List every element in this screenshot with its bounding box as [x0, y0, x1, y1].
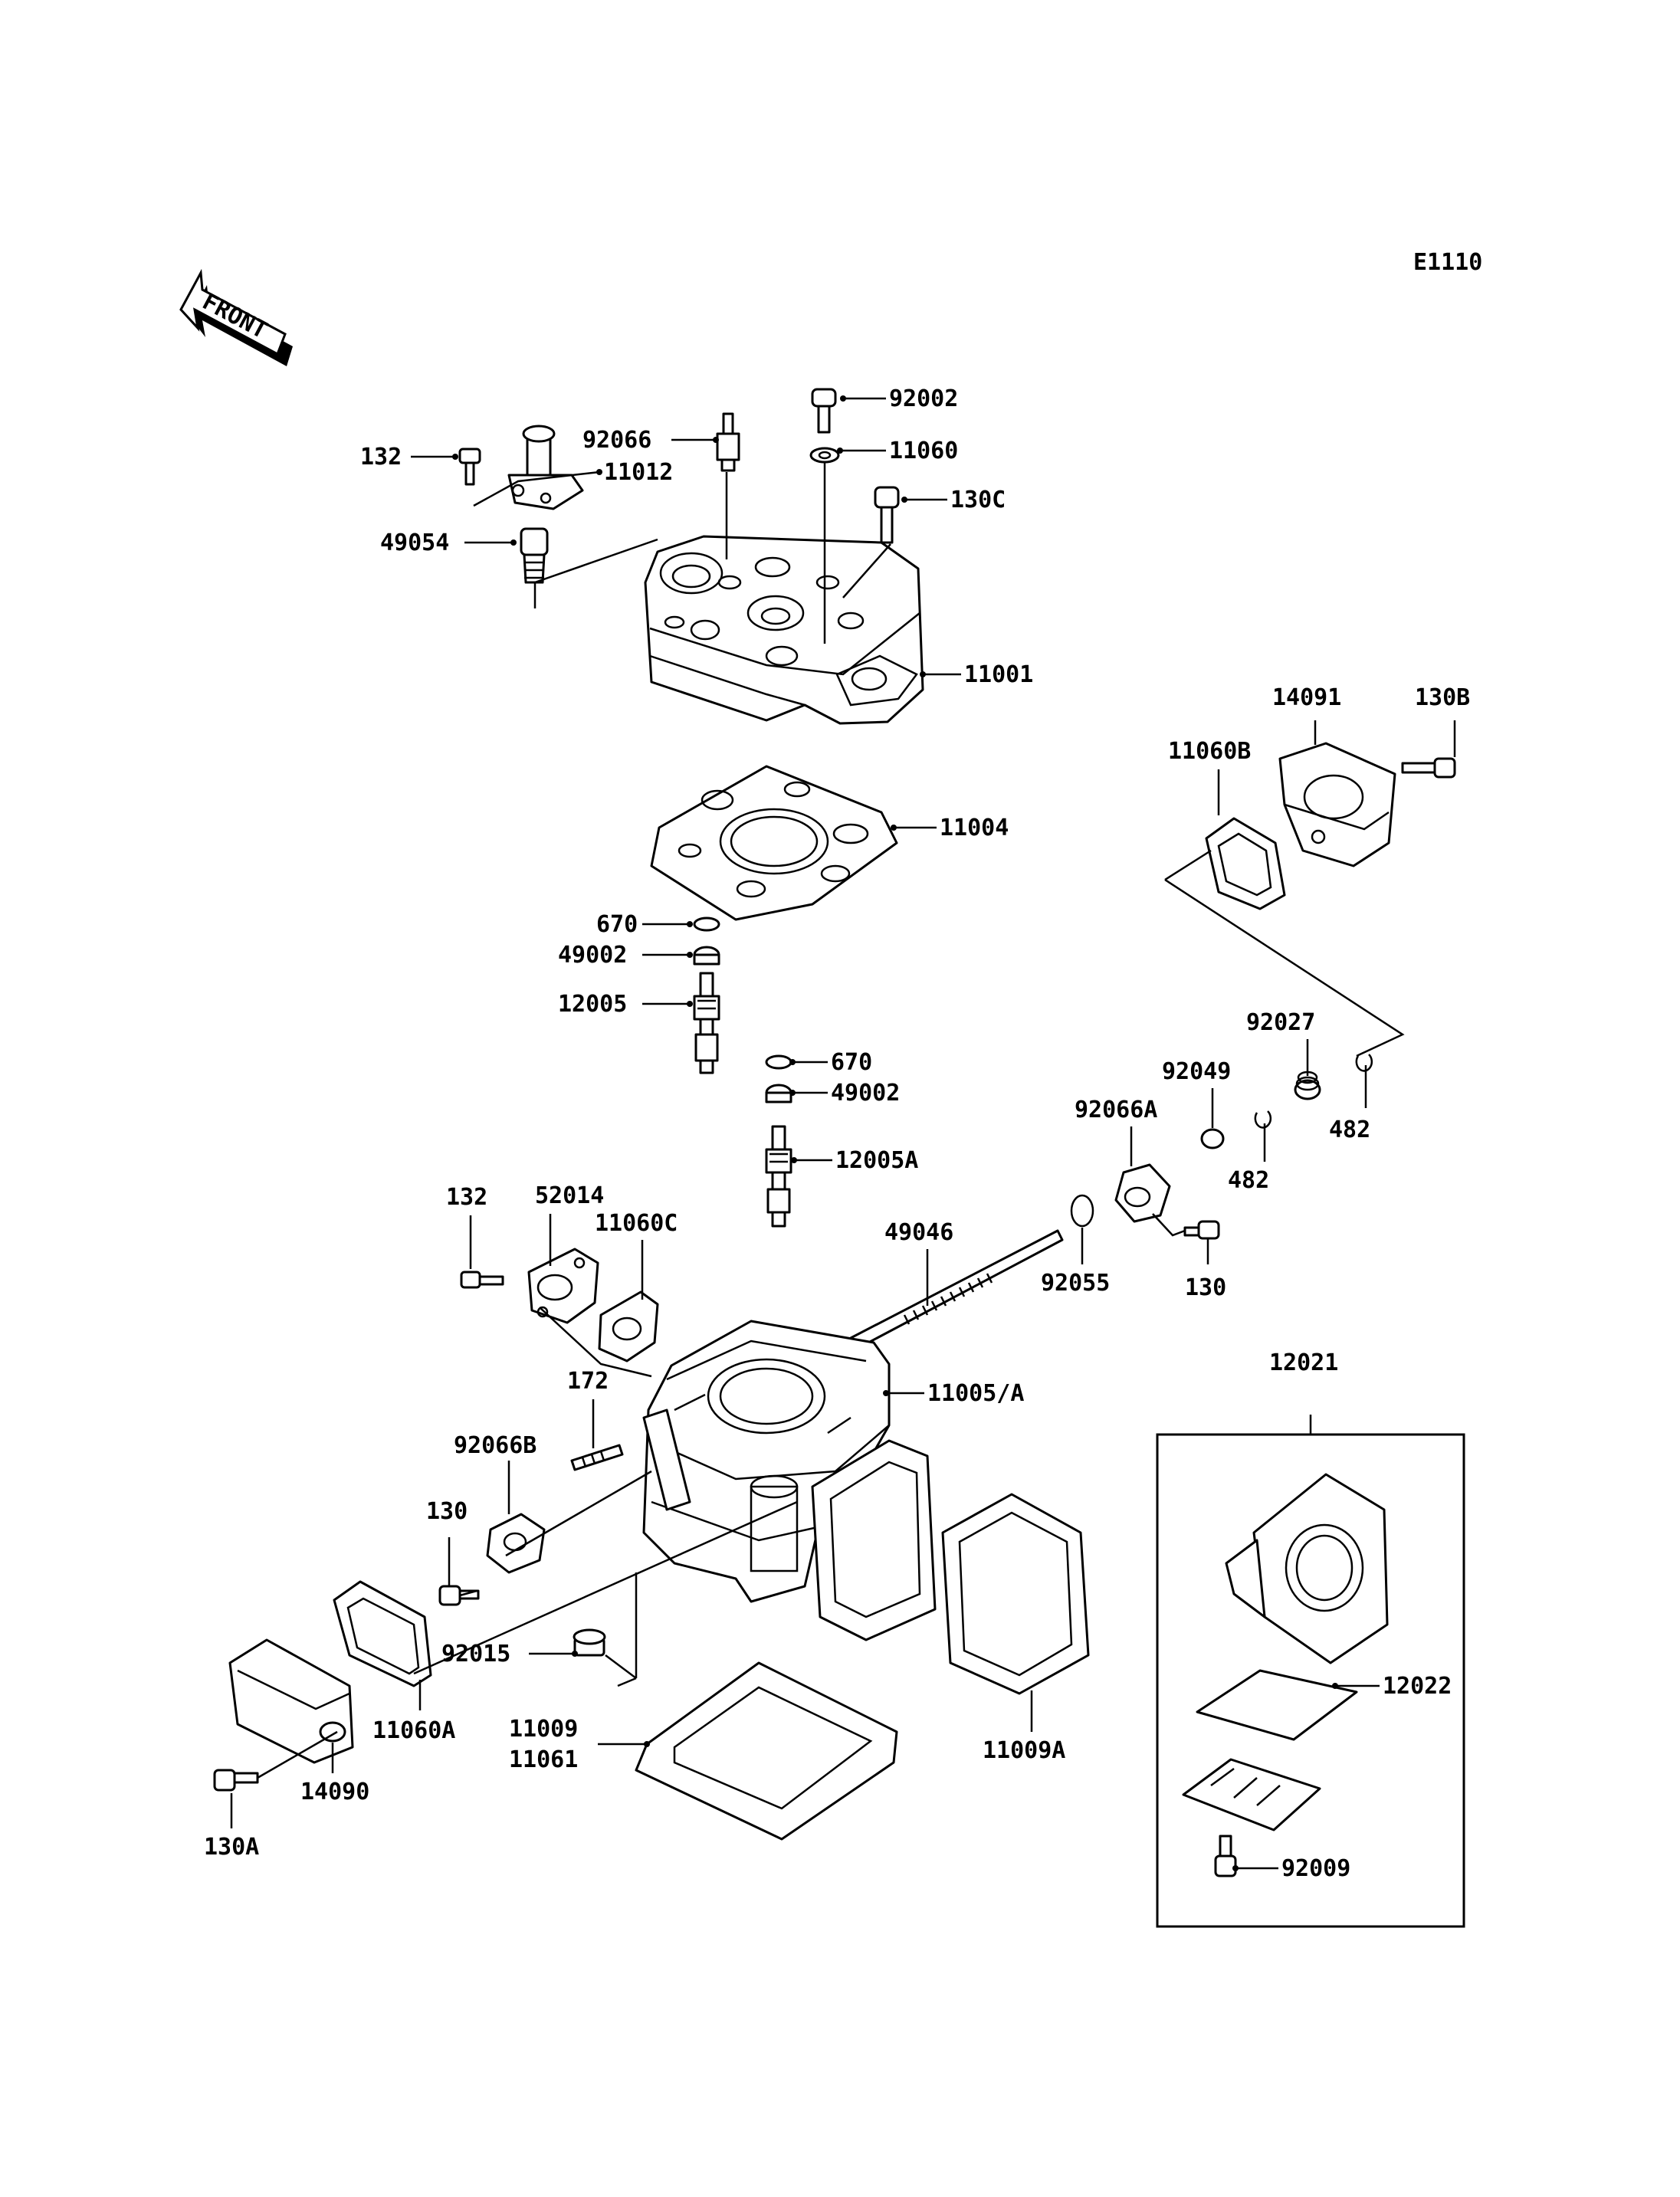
clip-482-b-part: [1254, 1110, 1272, 1129]
part-label: 49002: [558, 942, 627, 969]
diagram-code: E1110: [1413, 249, 1482, 276]
part-label: 12005: [558, 991, 627, 1018]
part-label: 92027: [1246, 1009, 1315, 1036]
leader-lines: [230, 397, 1456, 1870]
part-label: 670: [596, 911, 638, 938]
part-label: 482: [1329, 1117, 1370, 1143]
part-label: 49046: [884, 1219, 953, 1246]
part-label: 11060C: [595, 1210, 678, 1237]
part-label: 11004: [940, 815, 1009, 841]
part-label: 92015: [441, 1641, 510, 1667]
bolt-132-left-part: [460, 1271, 504, 1289]
part-label: 92066A: [1075, 1097, 1157, 1123]
bolt-130B-part: [1401, 757, 1456, 779]
valve-cover-92066A-part: [1114, 1163, 1171, 1223]
part-label: 11012: [604, 459, 673, 486]
part-label: 92002: [889, 385, 958, 412]
part-label: 11005/A: [927, 1380, 1024, 1407]
reed-block-part: [811, 1439, 937, 1641]
part-label: 11009: [509, 1716, 578, 1743]
washer-11060-part: [809, 447, 840, 464]
bolt-92002-part: [811, 388, 837, 434]
part-label: 92066: [582, 427, 651, 454]
exhaust-valve-rod-part: [849, 1229, 1064, 1350]
washer-670-lower-part: [765, 1054, 792, 1070]
gasket-11060A-part: [333, 1580, 432, 1687]
part-label: 12022: [1383, 1673, 1452, 1700]
kit-box-label: 12021: [1269, 1349, 1338, 1376]
oil-seal-49002-upper-part: [693, 946, 720, 966]
bolt-130-right-part: [1183, 1220, 1220, 1240]
shaft-12005A-part: [765, 1125, 792, 1228]
part-label: 92055: [1041, 1270, 1110, 1297]
part-labels: 92002 11060 92066 132 11012 130C 49054 1…: [204, 385, 1470, 1882]
head-gasket-part: [650, 765, 898, 921]
part-label: 130A: [204, 1834, 259, 1861]
water-inlet-52014-part: [527, 1248, 599, 1324]
sensor-92066-part: [716, 412, 740, 472]
pump-gasket-part: [1205, 817, 1286, 910]
bolt-130C-part: [874, 486, 900, 544]
thermostat-part: [520, 527, 549, 584]
part-label: 92009: [1281, 1855, 1350, 1882]
part-label: 11009A: [983, 1737, 1065, 1764]
part-label: 11061: [509, 1746, 578, 1773]
part-label: 130C: [950, 487, 1006, 513]
part-label: 11060A: [372, 1717, 455, 1744]
front-direction-arrow-icon: FRONT: [179, 268, 293, 366]
part-label: 130B: [1415, 684, 1470, 711]
valve-cover-92066B-part: [486, 1513, 546, 1574]
water-outlet-part: [507, 425, 584, 510]
part-label: 14091: [1272, 684, 1341, 711]
part-label: 49002: [831, 1080, 900, 1107]
part-label: 49054: [380, 530, 449, 556]
part-label: 130: [1185, 1274, 1226, 1301]
reed-valve-assembly-12022-part: [1182, 1473, 1389, 1831]
part-label: 482: [1228, 1167, 1269, 1194]
water-pump-cover-part: [1278, 742, 1396, 867]
gasket-11060C-part: [598, 1290, 659, 1362]
part-label: 14090: [300, 1779, 369, 1805]
bolt-130A-part: [213, 1769, 259, 1792]
part-label: 130: [426, 1498, 468, 1525]
oil-seal-49002-lower-part: [765, 1084, 792, 1103]
reed-gasket-11009A-part: [941, 1493, 1090, 1695]
part-label: 11060B: [1168, 738, 1251, 765]
part-label: 52014: [535, 1182, 604, 1209]
bolt-130-left-part: [438, 1585, 480, 1606]
o-ring-92055-part: [1070, 1194, 1094, 1228]
cover-14090-part: [228, 1638, 354, 1764]
clip-482-a-part: [1355, 1054, 1373, 1072]
part-label: 670: [831, 1049, 872, 1076]
part-label: 12005A: [835, 1147, 918, 1174]
part-label: 11060: [889, 438, 958, 464]
stud-172-part: [570, 1444, 624, 1471]
part-label: 132: [446, 1184, 487, 1211]
part-label: 92049: [1162, 1058, 1231, 1085]
screw-92009-part: [1214, 1835, 1237, 1877]
nut-92015-part: [573, 1628, 606, 1657]
nut-92049-part: [1200, 1128, 1225, 1149]
base-gasket-part: [635, 1661, 898, 1841]
leader-dots: [452, 395, 1338, 1871]
part-label: 132: [360, 444, 402, 471]
cylinder-head-part: [644, 535, 924, 725]
part-label: 92066B: [454, 1432, 536, 1459]
part-label: 11001: [964, 661, 1033, 688]
spring-92027-part: [1294, 1071, 1321, 1100]
washer-670-upper-part: [693, 917, 720, 932]
bolt-132-top-part: [458, 448, 481, 486]
part-label: 172: [567, 1368, 609, 1395]
shaft-12005-part: [693, 972, 720, 1074]
